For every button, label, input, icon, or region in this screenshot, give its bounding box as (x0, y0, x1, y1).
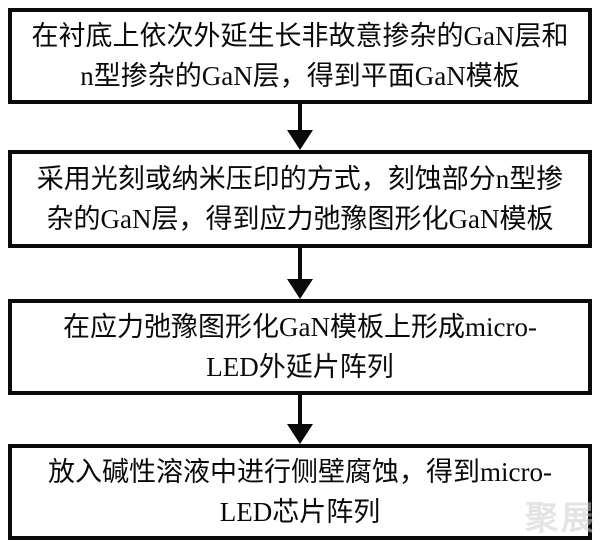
flow-step-3-line-2: LED外延片阵列 (206, 352, 394, 382)
flow-step-1-line-2: n型掺杂的GaN层，得到平面GaN模板 (80, 61, 520, 91)
down-arrow-connector-1 (285, 104, 315, 150)
flow-step-4-box: 放入碱性溶液中进行侧壁腐蚀，得到micro- LED芯片阵列 (8, 444, 592, 540)
arrow-down-icon (287, 424, 313, 444)
down-arrow-connector-3 (285, 395, 315, 444)
arrow-down-icon (287, 279, 313, 299)
flow-step-3-box: 在应力弛豫图形化GaN模板上形成micro- LED外延片阵列 (8, 299, 592, 395)
flow-step-1-box: 在衬底上依次外延生长非故意掺杂的GaN层和 n型掺杂的GaN层，得到平面GaN模… (8, 8, 592, 104)
flow-step-3-line-1: 在应力弛豫图形化GaN模板上形成micro- (63, 311, 537, 342)
flow-step-4-line-1: 放入碱性溶液中进行侧壁腐蚀，得到micro- (48, 456, 552, 487)
flow-step-4-line-2: LED芯片阵列 (219, 497, 381, 527)
flow-step-1-line-1: 在衬底上依次外延生长非故意掺杂的GaN层和 (31, 20, 569, 51)
arrow-shaft (298, 104, 302, 132)
flow-step-2-line-2: 杂的GaN层，得到应力弛豫图形化GaN模板 (46, 204, 554, 234)
arrow-shaft (298, 248, 302, 281)
watermark-logo: 聚展 (525, 499, 597, 536)
down-arrow-connector-2 (285, 248, 315, 299)
flow-step-2-line-1: 采用光刻或纳米压印的方式，刻蚀部分n型掺 (36, 163, 564, 194)
arrow-down-icon (287, 130, 313, 150)
arrow-shaft (298, 395, 302, 426)
flow-step-2-box: 采用光刻或纳米压印的方式，刻蚀部分n型掺 杂的GaN层，得到应力弛豫图形化GaN… (8, 150, 592, 248)
